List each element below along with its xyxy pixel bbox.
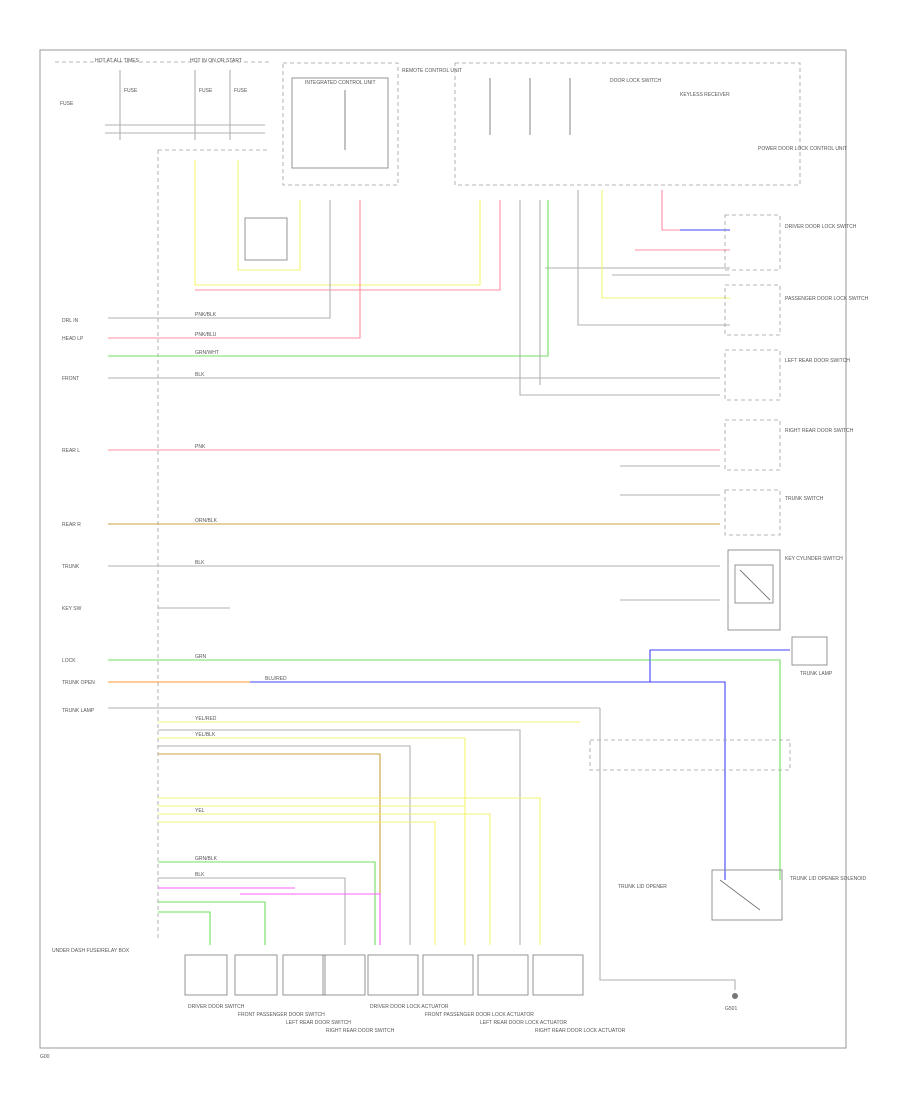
fuse-1-label: FUSE — [124, 88, 138, 94]
bottom-component-8: RIGHT REAR DOOR LOCK ACTUATOR — [535, 1028, 626, 1034]
mid-connectors: TRUNK LAMP YEL/RED YEL/BLK YEL GRN/BLK B… — [62, 707, 791, 945]
right-rear-door-switch-box — [322, 954, 366, 996]
wire-label-2: PNK/BLU — [195, 332, 217, 338]
wire-label-7: BLK — [195, 560, 205, 566]
driver-door-actuator-box — [367, 954, 419, 996]
right-switch-wires: DRIVER DOOR LOCK SWITCH PASSENGER DOOR L… — [545, 190, 869, 326]
left-label-8: LOCK — [62, 658, 76, 664]
bottom-switch-row: DRIVER DOOR SWITCH FRONT PASSENGER DOOR … — [52, 948, 626, 1034]
left-label-10: TRUNK LAMP — [62, 708, 95, 714]
wire-label-12: YEL — [195, 808, 205, 814]
left-label-1: DRL IN — [62, 318, 79, 324]
bottom-component-6: FRONT PASSENGER DOOR LOCK ACTUATOR — [425, 1012, 534, 1018]
bottom-component-2: FRONT PASSENGER DOOR SWITCH — [238, 1012, 325, 1018]
front-passenger-door-switch-box — [234, 954, 278, 996]
left-wire-group: DRL IN HEAD LP PNK/BLK PNK/BLU GRN/WHT F… — [62, 200, 720, 612]
wire-label-1: PNK/BLK — [195, 312, 217, 318]
right-rear-actuator-box — [532, 954, 584, 996]
power-door-lock-label: POWER DOOR LOCK CONTROL UNIT — [758, 146, 847, 152]
left-label-2: HEAD LP — [62, 336, 84, 342]
integrated-control-label: INTEGRATED CONTROL UNIT — [305, 80, 376, 86]
fuse-2-label: FUSE — [199, 88, 213, 94]
bottom-component-4: RIGHT REAR DOOR SWITCH — [326, 1028, 395, 1034]
top-yellow-circuit — [194, 160, 501, 291]
left-label-6: TRUNK — [62, 564, 80, 570]
front-passenger-actuator-box — [422, 954, 474, 996]
left-label-9: TRUNK OPEN — [62, 680, 95, 686]
fuse-block-label: FUSE — [60, 101, 74, 107]
right-component-1: DRIVER DOOR LOCK SWITCH — [785, 224, 857, 230]
bottom-component-1: DRIVER DOOR SWITCH — [188, 1004, 245, 1010]
trunk-opener-module: TRUNK LID OPENER SOLENOID G501 TRUNK LID… — [599, 708, 867, 1012]
trunk-lamp-box — [791, 636, 828, 666]
left-rear-door-switch-box — [282, 954, 326, 996]
wire-label-9: BLU/RED — [265, 676, 287, 682]
right-door-switches: LEFT REAR DOOR SWITCH RIGHT REAR DOOR SW… — [519, 200, 854, 631]
left-label-5: REAR R — [62, 522, 81, 528]
left-label-4: REAR L — [62, 448, 80, 454]
trunk-lamp-label: TRUNK LAMP — [800, 671, 833, 677]
door-lock-switch-label: DOOR LOCK SWITCH — [610, 78, 662, 84]
right-component-5: TRUNK SWITCH — [785, 496, 824, 502]
right-component-7: TRUNK LID OPENER — [618, 884, 667, 890]
left-label-3: FRONT — [62, 376, 79, 382]
bottom-component-5: DRIVER DOOR LOCK ACTUATOR — [370, 1004, 449, 1010]
wire-label-11: YEL/BLK — [195, 732, 216, 738]
wire-label-4: BLK — [195, 372, 205, 378]
wire-label-10: YEL/RED — [195, 716, 217, 722]
right-component-4: RIGHT REAR DOOR SWITCH — [785, 428, 854, 434]
wire-label-3: GRN/WHT — [195, 350, 219, 356]
bottom-left-label: UNDER DASH FUSE/RELAY BOX — [52, 948, 130, 954]
bottom-component-3: LEFT REAR DOOR SWITCH — [286, 1020, 351, 1026]
door-lock-control-region: DOOR LOCK SWITCH KEYLESS RECEIVER POWER … — [454, 62, 847, 186]
wire-label-6: ORN/BLK — [195, 518, 218, 524]
diagram-frame — [39, 49, 847, 1049]
diagram-caption: G00 — [40, 1054, 50, 1060]
driver-door-switch-box — [184, 954, 228, 996]
hot-in-on-label: HOT IN ON OR START — [190, 58, 242, 64]
right-component-3: LEFT REAR DOOR SWITCH — [785, 358, 850, 364]
remote-control-label: REMOTE CONTROL UNIT — [402, 68, 462, 74]
wire-label-14: BLK — [195, 872, 205, 878]
left-label-7: KEY SW — [62, 606, 82, 612]
keyless-receiver-label: KEYLESS RECEIVER — [680, 92, 730, 98]
fuse-3-label: FUSE — [234, 88, 248, 94]
hot-at-all-times-label: HOT AT ALL TIMES — [95, 58, 140, 64]
right-component-6: KEY CYLINDER SWITCH — [785, 556, 843, 562]
wire-label-13: GRN/BLK — [195, 856, 218, 862]
right-component-2: PASSENGER DOOR LOCK SWITCH — [785, 296, 869, 302]
fuse-box-region: HOT AT ALL TIMES HOT IN ON OR START FUSE… — [55, 58, 270, 151]
integrated-control-unit: INTEGRATED CONTROL UNIT REMOTE CONTROL U… — [282, 62, 462, 186]
ground-bottom-label: G501 — [725, 1006, 737, 1012]
trunk-module-label: TRUNK LID OPENER SOLENOID — [790, 876, 867, 882]
wire-label-8: GRN — [195, 654, 207, 660]
trunk-circuit: TRUNK LAMP LOCK TRUNK OPEN GRN BLU/RED — [62, 636, 833, 880]
wire-label-5: PNK — [195, 444, 206, 450]
left-rear-actuator-box — [477, 954, 529, 996]
bottom-component-7: LEFT REAR DOOR LOCK ACTUATOR — [480, 1020, 567, 1026]
